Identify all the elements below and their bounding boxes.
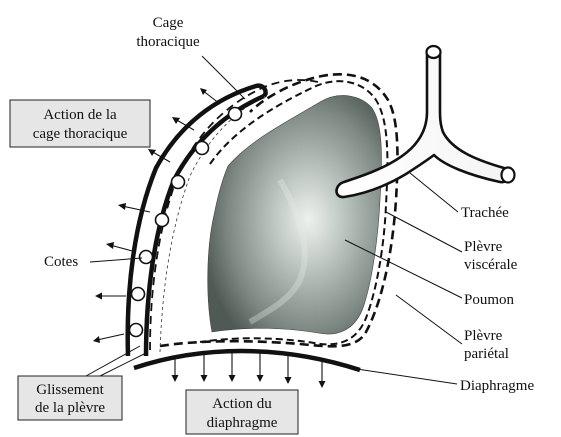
leader-glissement-1 xyxy=(86,346,140,376)
label-plevre-par-line2: pariétal xyxy=(464,346,509,362)
rib-circle xyxy=(132,288,145,301)
label-cage-line1: Cage xyxy=(153,15,184,31)
rib-circle xyxy=(196,142,209,155)
rib-circle xyxy=(229,108,242,121)
rib-circle xyxy=(140,251,153,264)
label-action-cage-line2: cage thoracique xyxy=(33,126,128,142)
label-action-cage-line1: Action de la xyxy=(43,107,117,123)
label-cage-line2: thoracique xyxy=(136,34,200,50)
label-plevre-visc-line1: Plèvre xyxy=(464,239,503,255)
label-glissement-line2: de la plèvre xyxy=(35,400,105,416)
leader-plevre-par xyxy=(396,295,462,344)
leader-plevre-visc xyxy=(386,212,462,252)
label-trachee: Trachée xyxy=(461,205,509,221)
rib-circle xyxy=(172,176,185,189)
bronchus-opening xyxy=(502,168,515,183)
label-poumon: Poumon xyxy=(464,292,515,308)
leader-trachee xyxy=(410,173,458,212)
rib-circle xyxy=(156,214,169,227)
leader-cage xyxy=(202,56,245,99)
leader-diaphragme xyxy=(350,368,457,384)
label-cotes: Cotes xyxy=(44,254,78,270)
label-glissement-line1: Glissement xyxy=(36,382,104,398)
label-action-diaph-line2: diaphragme xyxy=(207,415,278,431)
trachea-top-opening xyxy=(427,46,441,58)
label-action-diaph-line1: Action du xyxy=(212,396,272,412)
label-diaphragme: Diaphragme xyxy=(460,378,534,394)
label-plevre-visc-line2: viscérale xyxy=(464,257,518,273)
rib-circle xyxy=(130,324,143,337)
diaphragm xyxy=(134,351,360,370)
label-plevre-par-line1: Plèvre xyxy=(464,328,503,344)
